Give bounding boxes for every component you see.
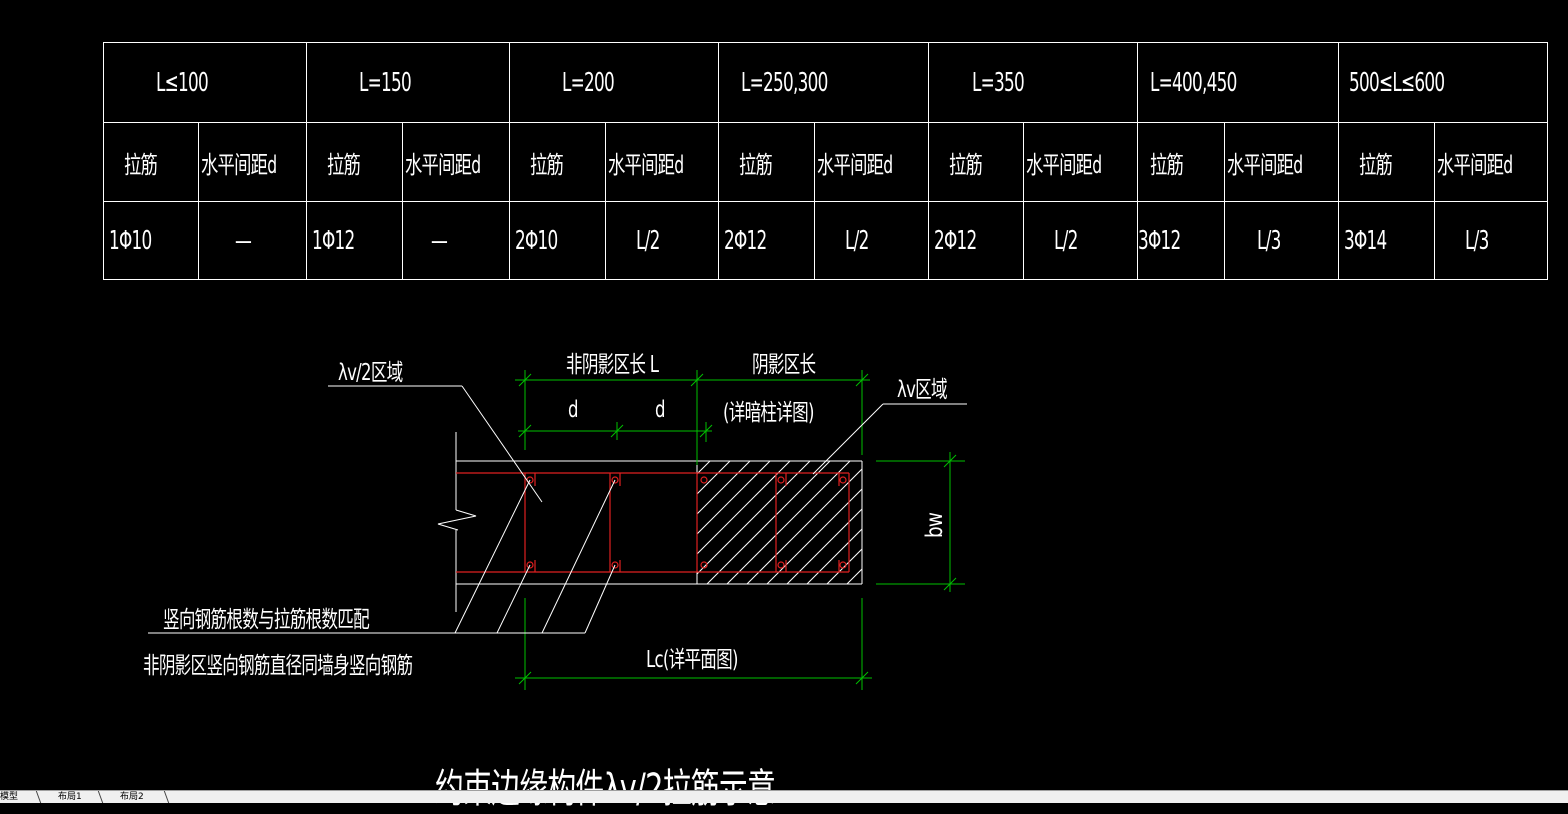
table-subheader-cell: 水平间距d (814, 122, 930, 202)
table-subheader-cell: 水平间距d (1434, 122, 1549, 202)
table-subheader-cell: 水平间距d (1224, 122, 1340, 202)
table-header-row: L≤100 L=150 L=200 L=250,300 L=350 L=400,… (103, 42, 1549, 123)
non-shadow-length-label: 非阴影区长 L (566, 352, 659, 378)
table-header-cell: L=350 (928, 42, 1139, 123)
drawing-title: 约束边缘构件λv/2拉筋示意 (435, 766, 776, 812)
leader-lines (148, 385, 967, 634)
rebar (456, 472, 850, 573)
table-subheader-cell: 水平间距d (198, 122, 307, 202)
table-subheader-cell: 水平间距d (605, 122, 720, 202)
table-value-cell: L/2 (814, 201, 930, 280)
bw-label: bw (922, 512, 948, 538)
table-header-cell: L=150 (305, 42, 511, 123)
table-subheader-cell: 拉筋 (103, 122, 199, 202)
lambda-zone-label: λv区域 (897, 377, 948, 403)
table-value-cell: L/2 (605, 201, 720, 280)
table-subheader-cell: 水平间距d (401, 122, 511, 202)
table-value-cell: 3Φ14 (1338, 201, 1436, 280)
tie-bar-table: L≤100 L=150 L=200 L=250,300 L=350 L=400,… (103, 42, 1549, 280)
table-value-cell: L/3 (1224, 201, 1340, 280)
tab-model[interactable]: 模型 (0, 792, 19, 802)
table-value-cell: 3Φ12 (1137, 201, 1226, 280)
table-subheader-cell: 拉筋 (1137, 122, 1226, 202)
dimension-lines (515, 370, 965, 690)
table-subheader-cell: 拉筋 (928, 122, 1025, 202)
wall-outline (437, 432, 863, 612)
tab-layout2[interactable]: 布局2 (120, 792, 144, 802)
table-value-cell: 2Φ12 (928, 201, 1025, 280)
vertical-bar-match-note: 竖向钢筋根数与拉筋根数匹配 (163, 607, 370, 633)
tab-layout1[interactable]: 布局1 (58, 792, 82, 802)
table-value-cell: — (401, 201, 511, 280)
table-value-cell: L/3 (1434, 201, 1549, 280)
table-subheader-cell: 水平间距d (1023, 122, 1139, 202)
table-value-cell: 1Φ10 (103, 201, 199, 280)
dimension-d-label: d (655, 397, 665, 423)
table-value-cell: 2Φ10 (509, 201, 607, 280)
table-header-cell: L≤100 (103, 42, 307, 123)
table-subheader-cell: 拉筋 (718, 122, 816, 202)
table-value-cell: — (198, 201, 307, 280)
table-value-cell: 1Φ12 (305, 201, 403, 280)
table-subheader-cell: 拉筋 (509, 122, 607, 202)
table-header-cell: L=250,300 (718, 42, 930, 123)
shadow-length-label: 阴影区长 (752, 352, 816, 378)
table-header-cell: 500≤L≤600 (1338, 42, 1549, 123)
table-value-cell: 2Φ12 (718, 201, 816, 280)
table-header-cell: L=200 (509, 42, 720, 123)
vertical-bar-diameter-note: 非阴影区竖向钢筋直径同墙身竖向钢筋 (143, 653, 413, 679)
lc-label: Lc(详平面图) (646, 647, 738, 673)
lambda-half-zone-label: λv/2区域 (338, 360, 403, 386)
dimension-d-label: d (568, 397, 578, 423)
table-subheader-row: 拉筋 水平间距d 拉筋 水平间距d 拉筋 水平间距d 拉筋 水平间距d 拉筋 水… (103, 122, 1549, 202)
table-subheader-cell: 拉筋 (305, 122, 403, 202)
table-value-row: 1Φ10 — 1Φ12 — 2Φ10 L/2 2Φ12 L/2 2Φ12 L/2… (103, 201, 1549, 280)
see-column-detail-label: (详暗柱详图) (723, 400, 814, 426)
table-value-cell: L/2 (1023, 201, 1139, 280)
table-header-cell: L=400,450 (1137, 42, 1340, 123)
layout-tab-bar: 模型 布局1 布局2 (0, 790, 1568, 803)
table-subheader-cell: 拉筋 (1338, 122, 1436, 202)
